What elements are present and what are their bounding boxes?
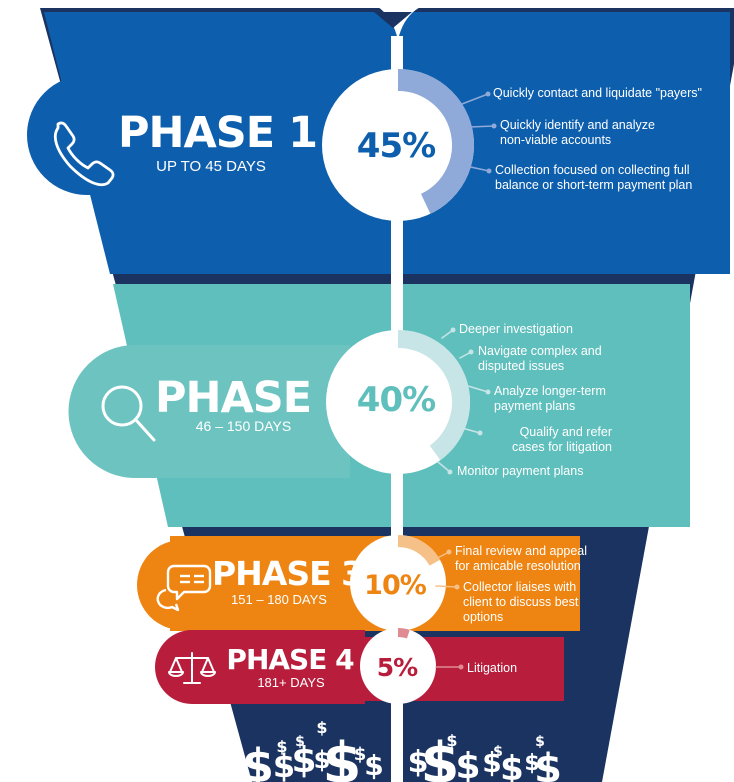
phase-2-progress-ring	[397, 330, 470, 461]
phase-2-bullet-2: Navigate complex and disputed issues	[478, 344, 602, 373]
bullet-dot	[450, 327, 456, 333]
bullet-connector-line	[467, 385, 489, 393]
bullet-connector-line	[435, 585, 458, 588]
phase-3-percent: 10%	[364, 570, 427, 601]
phase-4-percent-circle	[360, 628, 436, 704]
dollar-sign: $	[524, 751, 539, 776]
phase-2-bullet-3: Analyze longer-term payment plans	[494, 384, 606, 413]
funnel-top-arrow	[374, 12, 412, 28]
magnifier-icon	[101, 385, 156, 442]
phase-3-bullet-2: Collector liaises with client to discuss…	[463, 580, 579, 624]
phone-icon	[53, 121, 115, 187]
dollar-sign: $	[323, 731, 362, 782]
dollar-sign: $	[421, 731, 460, 782]
bullet-connector-line	[429, 551, 450, 563]
phase-2-label-pill	[68, 345, 351, 478]
dollar-sign: $	[276, 737, 287, 756]
dollar-sign: $	[500, 749, 524, 782]
phase-4-title: PHASE 4	[226, 643, 354, 676]
phase-2-bullet-5: Monitor payment plans	[457, 464, 584, 478]
chat-bubbles-icon	[156, 564, 212, 612]
phase-1-progress-ring	[397, 69, 474, 214]
bullet-dot	[458, 664, 464, 670]
bullet-dot	[485, 389, 491, 395]
dollar-sign: $	[314, 746, 331, 774]
phase-3-label-pill	[137, 540, 360, 630]
phase-2-title: PHASE 2	[155, 373, 355, 423]
phase-4-label-pill	[155, 630, 365, 704]
bullet-dot	[454, 584, 460, 590]
dollar-sign: $	[291, 740, 316, 781]
dollar-sign: $	[482, 746, 501, 779]
phase-1-bullet-1: Quickly contact and liquidate "payers"	[493, 86, 702, 100]
dollar-sign: $	[455, 746, 480, 782]
phase-3-bullet-1: Final review and appeal for amicable res…	[455, 544, 588, 573]
bullet-connector-line	[469, 125, 495, 128]
phase-1-percent-circle	[322, 69, 474, 221]
phase-2-percent-circle	[326, 330, 470, 474]
dollar-sign: $	[273, 747, 295, 782]
phase-4-subtitle: 181+ DAYS	[257, 675, 325, 690]
dollar-sign: $	[364, 749, 383, 782]
dollar-sign: $	[354, 744, 367, 765]
phase-1-percent: 45%	[356, 126, 436, 166]
phase-2-bullet-4: Qualify and refer cases for litigation	[511, 425, 612, 454]
phase-3-progress-ring	[397, 535, 441, 566]
bullet-dot	[446, 549, 452, 555]
dollar-sign: $	[408, 745, 429, 780]
phase-3-subtitle: 151 – 180 DAYS	[231, 592, 327, 607]
dollar-sign: $	[534, 746, 562, 782]
bullet-dot	[491, 123, 497, 129]
bullet-dot	[486, 168, 492, 174]
phase-3-title: PHASE 3	[212, 554, 364, 593]
bullet-dot	[447, 469, 453, 475]
phase-1-subtitle: UP TO 45 DAYS	[156, 158, 266, 175]
bullet-connector-line	[437, 461, 451, 473]
bullet-dot	[477, 430, 483, 436]
phase-4-progress-ring	[397, 628, 410, 639]
bullet-connector-line	[461, 93, 489, 105]
dollar-sign: $	[446, 731, 457, 750]
dollar-sign: $	[242, 739, 274, 782]
dollar-sign: $	[535, 734, 545, 750]
phase-4-percent: 5%	[376, 653, 418, 682]
phase-3-percent-circle	[350, 535, 446, 631]
dollar-signs: $$$$$$$$$$$$$$$$$$$$	[242, 718, 562, 782]
dollar-sign: $	[316, 718, 327, 737]
funnel-top-notch	[355, 0, 453, 40]
phase-2-percent: 40%	[356, 380, 436, 420]
phase-1-bullet-3: Collection focused on collecting full ba…	[495, 163, 693, 192]
dollar-sign: $	[493, 744, 503, 760]
phase-2-bullet-1: Deeper investigation	[459, 322, 573, 336]
phase-2-subtitle: 46 – 150 DAYS	[195, 418, 292, 434]
phase-1-bullet-2: Quickly identify and analyze non-viable …	[500, 118, 655, 147]
bullet-connector-line	[461, 427, 481, 434]
bullet-connector-line	[465, 165, 490, 172]
scales-icon	[168, 652, 216, 684]
phase-4-bullet-1: Litigation	[467, 661, 518, 675]
phase-1-title: PHASE 1	[118, 108, 318, 158]
dollar-sign: $	[295, 734, 305, 750]
bullet-dot	[485, 91, 491, 97]
bullet-dot	[468, 349, 474, 355]
